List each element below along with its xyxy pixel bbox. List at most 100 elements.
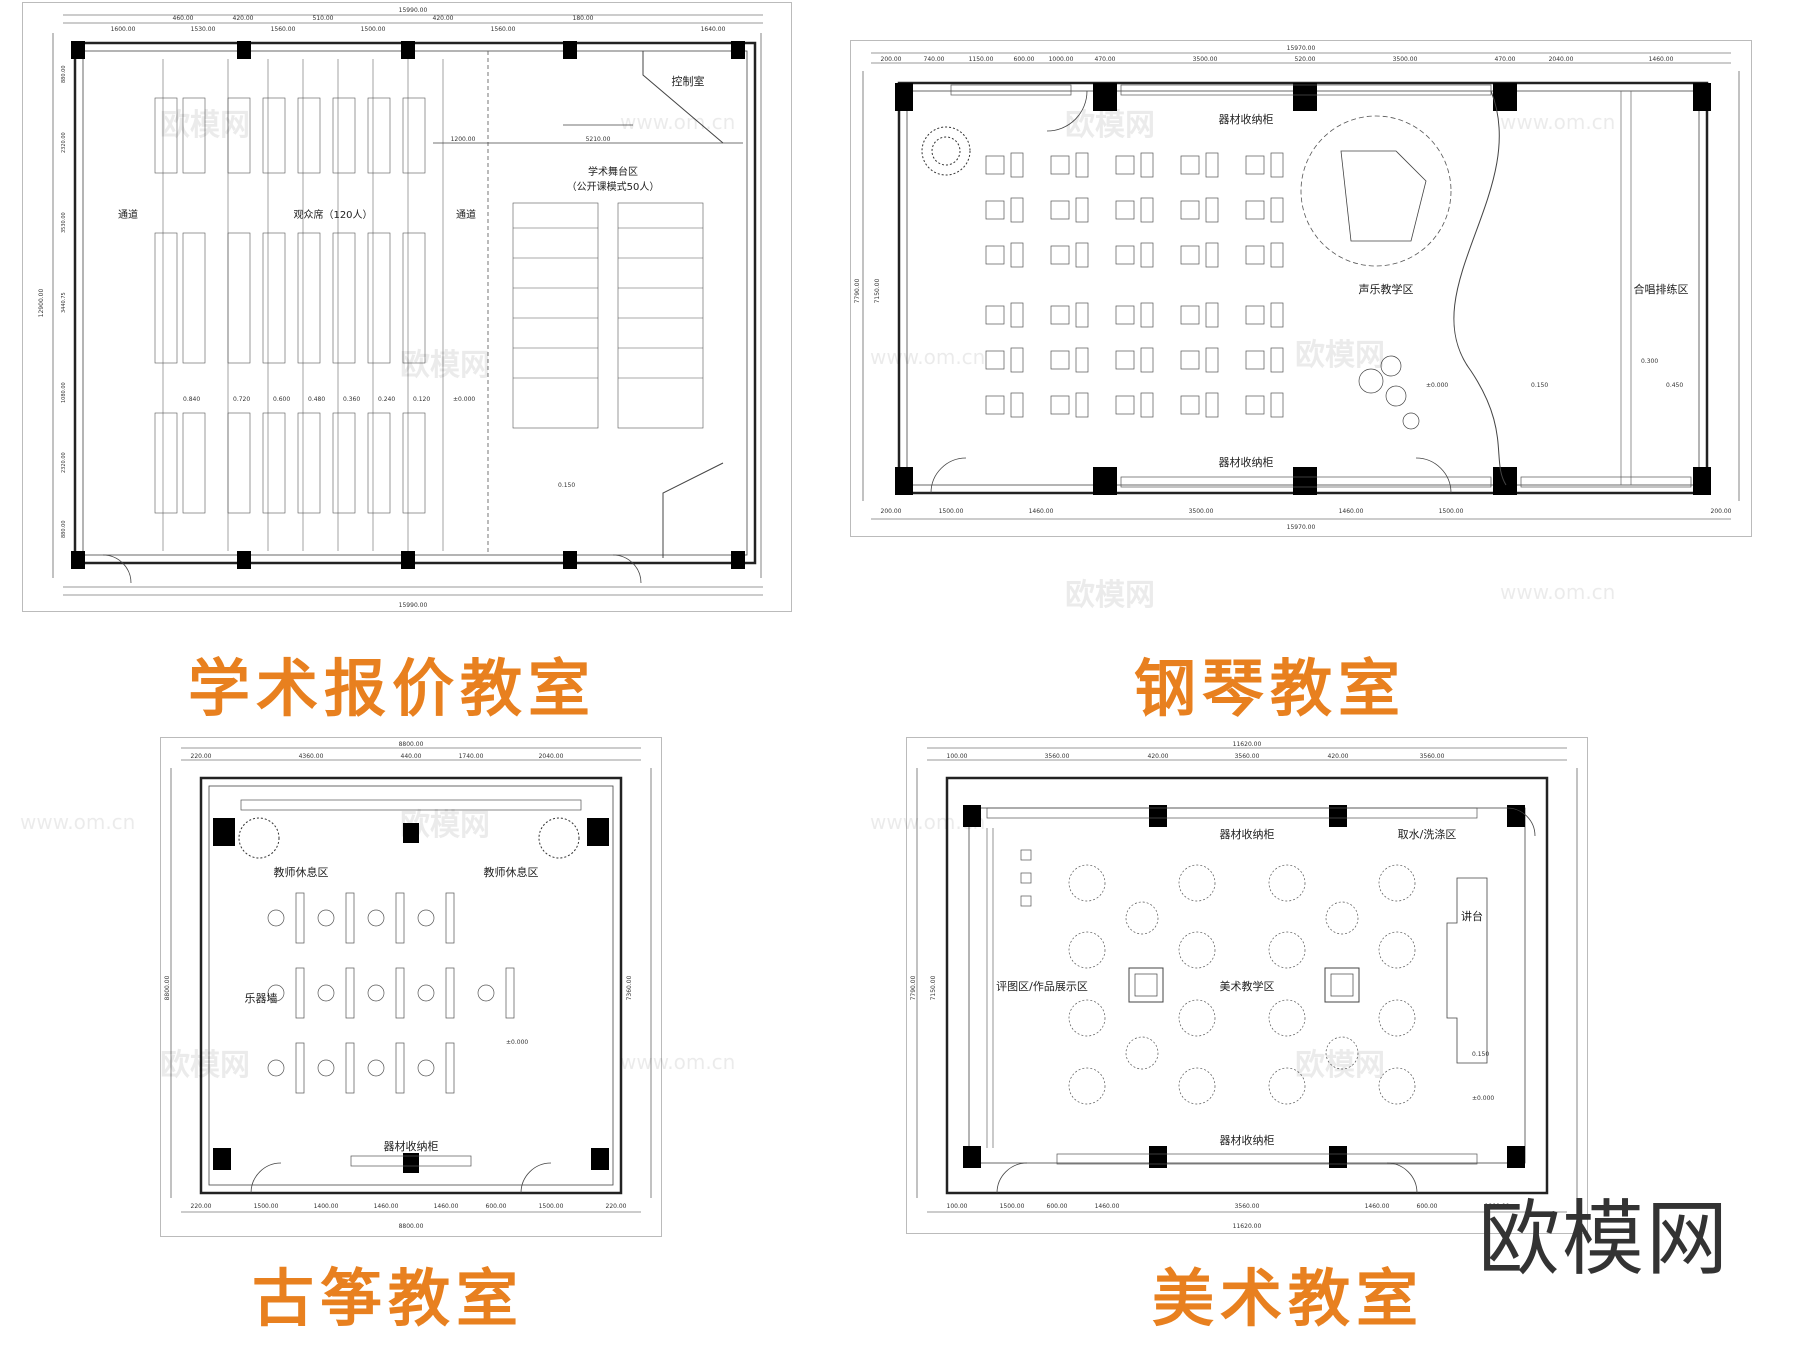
plan-art-drawing: 11620.00 11620.00 100.00 3560.00 420.00 … bbox=[910, 741, 1578, 1230]
label-rest-right: 教师休息区 bbox=[484, 865, 539, 879]
label-aisle-left: 通道 bbox=[118, 208, 138, 221]
level-3: 0.450 bbox=[1666, 382, 1683, 389]
level-2: 0.600 bbox=[273, 396, 290, 403]
dim-top-4: 1000.00 bbox=[1049, 56, 1074, 63]
dim-overall-bottom: 15990.00 bbox=[399, 602, 428, 609]
title-piano: 钢琴教室 bbox=[1134, 652, 1407, 725]
dim-overall-top: 15970.00 bbox=[1287, 45, 1316, 52]
dim-bottom-1: 1500.00 bbox=[939, 508, 964, 515]
level-3: 0.480 bbox=[308, 396, 325, 403]
dim-bottom-5: 1500.00 bbox=[1439, 508, 1464, 515]
label-instrument-wall: 乐器墙 bbox=[245, 991, 278, 1005]
plan-piano: 15970.00 15970.00 200.00 740.00 1150.00 … bbox=[850, 40, 1752, 537]
dim-bottom-7: 220.00 bbox=[606, 1203, 627, 1210]
dim-side-left: 7790.00 bbox=[854, 278, 861, 303]
dim-overall-top: 15990.00 bbox=[399, 7, 428, 14]
plan-guzheng: 8800.00 8800.00 220.00 4360.00 440.00 17… bbox=[160, 737, 662, 1237]
dim-top-4: 420.00 bbox=[1328, 753, 1349, 760]
dim-total-height: 12900.00 bbox=[38, 289, 45, 318]
label-storage-top: 器材收纳柜 bbox=[1219, 112, 1274, 126]
label-control-room: 控制室 bbox=[672, 74, 705, 88]
level-2: 0.300 bbox=[1641, 358, 1658, 365]
label-storage-top: 器材收纳柜 bbox=[1220, 827, 1275, 841]
dim-top-5: 510.00 bbox=[313, 15, 334, 22]
level-6: 0.120 bbox=[413, 396, 430, 403]
label-art-area: 美术教学区 bbox=[1220, 979, 1275, 993]
dim-side-4: 1080.00 bbox=[61, 382, 67, 403]
dim-top-5: 470.00 bbox=[1095, 56, 1116, 63]
label-podium: 讲台 bbox=[1461, 909, 1483, 923]
plan-academic-drawing: 15990.00 15990.00 12900.00 1600.00 460.0… bbox=[38, 7, 763, 609]
label-stage-mode: （公开课模式50人） bbox=[567, 180, 660, 193]
dim-side-2: 3530.00 bbox=[61, 212, 67, 233]
dim-top-1: 3560.00 bbox=[1045, 753, 1070, 760]
dim-top-0: 200.00 bbox=[881, 56, 902, 63]
dim-top-0: 100.00 bbox=[947, 753, 968, 760]
title-academic: 学术报价教室 bbox=[188, 652, 597, 725]
label-review: 评图区/作品展示区 bbox=[996, 980, 1088, 993]
dim-side-1: 2320.00 bbox=[61, 132, 67, 153]
dim-bottom-6: 1500.00 bbox=[539, 1203, 564, 1210]
dim-top-4: 2040.00 bbox=[539, 753, 564, 760]
dim-top-3: 600.00 bbox=[1014, 56, 1035, 63]
dim-side-left-inner: 7150.00 bbox=[874, 278, 881, 303]
dim-top-6: 3500.00 bbox=[1193, 56, 1218, 63]
dim-overall-top: 11620.00 bbox=[1233, 741, 1262, 748]
dim-bottom-4: 1460.00 bbox=[1339, 508, 1364, 515]
level-0: ±0.000 bbox=[1426, 382, 1448, 389]
dim-top-7: 420.00 bbox=[433, 15, 454, 22]
label-choir: 合唱排练区 bbox=[1634, 282, 1689, 296]
dim-top-8: 1560.00 bbox=[491, 26, 516, 33]
level-8: 0.150 bbox=[558, 482, 575, 489]
level-0: 0.840 bbox=[183, 396, 200, 403]
dim-aisle: 1200.00 bbox=[451, 136, 476, 143]
label-aisle-right: 通道 bbox=[456, 208, 476, 221]
label-vocal: 声乐教学区 bbox=[1359, 282, 1414, 296]
dim-bottom-2: 1460.00 bbox=[1029, 508, 1054, 515]
dim-bottom-1: 1500.00 bbox=[254, 1203, 279, 1210]
dim-top-9: 180.00 bbox=[573, 15, 594, 22]
watermark-url: www.om.cn bbox=[1500, 580, 1616, 604]
dim-top-1: 740.00 bbox=[924, 56, 945, 63]
level-4: 0.360 bbox=[343, 396, 360, 403]
dim-bottom-1: 1500.00 bbox=[1000, 1203, 1025, 1210]
dim-top-1: 460.00 bbox=[173, 15, 194, 22]
dim-top-7: 520.00 bbox=[1295, 56, 1316, 63]
dim-top-3: 1740.00 bbox=[459, 753, 484, 760]
dim-stage: 5210.00 bbox=[586, 136, 611, 143]
dim-side-5: 2320.00 bbox=[61, 452, 67, 473]
level-0: ±0.000 bbox=[506, 1039, 528, 1046]
dim-bottom-6: 600.00 bbox=[1417, 1203, 1438, 1210]
dim-top-11: 1460.00 bbox=[1649, 56, 1674, 63]
dim-bottom-2: 600.00 bbox=[1047, 1203, 1068, 1210]
dim-bottom-0: 220.00 bbox=[191, 1203, 212, 1210]
watermark-url: www.om.cn bbox=[20, 810, 136, 834]
dim-bottom-5: 600.00 bbox=[486, 1203, 507, 1210]
label-storage-bottom: 器材收纳柜 bbox=[1219, 455, 1274, 469]
dim-side-3: 3440.75 bbox=[61, 292, 67, 313]
level-0: 0.150 bbox=[1472, 1051, 1489, 1058]
dim-bottom-3: 3500.00 bbox=[1189, 508, 1214, 515]
label-rest-left: 教师休息区 bbox=[274, 865, 329, 879]
dim-overall-top: 8800.00 bbox=[399, 741, 424, 748]
dim-bottom-4: 1460.00 bbox=[434, 1203, 459, 1210]
dim-top-6: 1500.00 bbox=[361, 26, 386, 33]
dim-bottom-7: 1800.00 bbox=[1485, 1203, 1510, 1210]
label-audience: 观众席（120人） bbox=[293, 208, 372, 221]
dim-bottom-5: 1460.00 bbox=[1365, 1203, 1390, 1210]
dim-side-left: 7790.00 bbox=[910, 975, 917, 1000]
dim-bottom-4: 3560.00 bbox=[1235, 1203, 1260, 1210]
level-7: ±0.000 bbox=[453, 396, 475, 403]
dim-top-2: 1530.00 bbox=[191, 26, 216, 33]
dim-side-right: 7360.00 bbox=[626, 975, 633, 1000]
level-5: 0.240 bbox=[378, 396, 395, 403]
dim-top-2: 420.00 bbox=[1148, 753, 1169, 760]
dim-top-9: 470.00 bbox=[1495, 56, 1516, 63]
plan-guzheng-drawing: 8800.00 8800.00 220.00 4360.00 440.00 17… bbox=[164, 741, 652, 1230]
dim-top-10: 2040.00 bbox=[1549, 56, 1574, 63]
dim-bottom-0: 200.00 bbox=[881, 508, 902, 515]
dim-top-4: 1560.00 bbox=[271, 26, 296, 33]
dim-top-8: 3500.00 bbox=[1393, 56, 1418, 63]
title-art: 美术教室 bbox=[1152, 1262, 1425, 1335]
watermark: 欧模网 bbox=[1065, 578, 1155, 613]
